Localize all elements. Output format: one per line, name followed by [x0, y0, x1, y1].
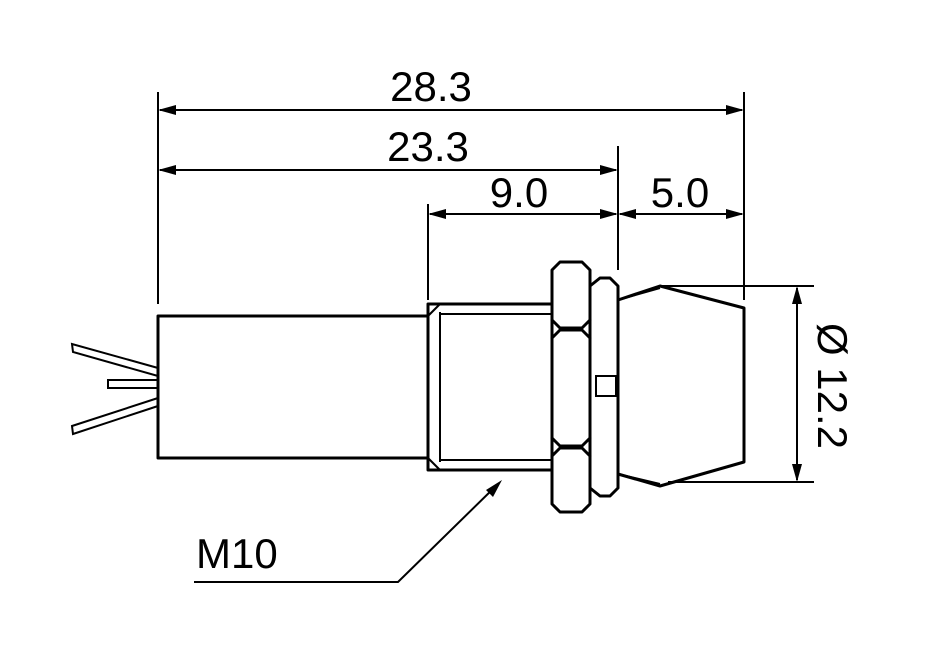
- arrowhead-right: [726, 105, 744, 115]
- wire-leads: [70, 342, 159, 436]
- arrowhead-bottom: [792, 464, 802, 482]
- dim-label-28-3: 28.3: [390, 63, 472, 110]
- dim-label-5-0: 5.0: [651, 169, 709, 216]
- arrowhead-top: [792, 286, 802, 304]
- dimension-thread-length: 9.0: [428, 169, 618, 219]
- extension-lines: [157, 92, 814, 483]
- dimension-lens-length: 5.0: [618, 169, 744, 219]
- arrowhead-right: [600, 209, 618, 219]
- thread-chamfer-bottom: [427, 457, 441, 471]
- thread-callout-label: M10: [196, 530, 278, 577]
- lens: [616, 284, 746, 488]
- leader-arrowhead: [486, 480, 502, 497]
- nut-face-mid-lower: [550, 436, 592, 448]
- lead-lower: [70, 397, 159, 436]
- dim-label-23-3: 23.3: [387, 123, 469, 170]
- threaded-section: [426, 302, 554, 472]
- arrowhead-right: [726, 209, 744, 219]
- arrowhead-left: [158, 105, 176, 115]
- nut-outline: [550, 260, 592, 514]
- nut-face-mid-upper: [550, 328, 592, 340]
- arrowhead-left: [618, 209, 636, 219]
- lens-outline: [616, 284, 746, 488]
- nut-face-bottom: [550, 446, 592, 458]
- arrowhead-left: [428, 209, 446, 219]
- nut-face-top: [550, 318, 592, 330]
- hex-nut: [550, 260, 592, 514]
- dimension-lens-diameter: Ø 12.2: [792, 286, 856, 482]
- leader-line: [194, 483, 499, 583]
- flange-outline: [588, 276, 620, 498]
- thread-outline: [426, 302, 554, 472]
- dim-label-9-0: 9.0: [490, 169, 548, 216]
- dim-label-diameter: Ø 12.2: [809, 323, 856, 449]
- arrowhead-right: [600, 165, 618, 175]
- lead-upper: [70, 342, 159, 377]
- arrowhead-left: [158, 165, 176, 175]
- flange-slot: [595, 375, 617, 397]
- dimension-length-to-flange: 23.3: [158, 123, 618, 175]
- rear-body: [156, 314, 430, 460]
- flange: [588, 276, 620, 498]
- thread-callout: M10: [194, 480, 502, 583]
- lens-edge-top: [617, 287, 661, 301]
- lens-edge-bottom: [617, 473, 661, 485]
- dimension-overall-length: 28.3: [158, 63, 744, 115]
- lead-middle: [107, 379, 158, 389]
- thread-chamfer-top: [427, 303, 441, 317]
